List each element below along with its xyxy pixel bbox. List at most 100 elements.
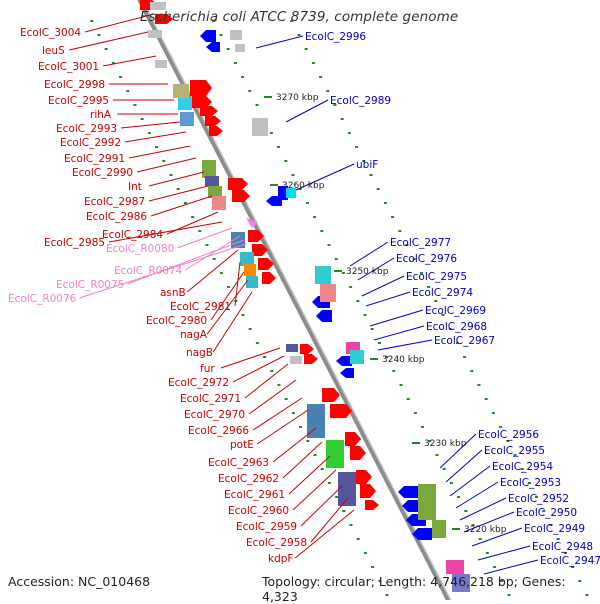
label-leader-line	[84, 13, 155, 33]
track-dot	[385, 594, 389, 596]
gene-label-left: Int	[128, 181, 142, 193]
gene-label-left: EcolC_2960	[228, 505, 289, 517]
label-leader-line	[285, 99, 329, 123]
tick-label: 3260 kbp	[282, 181, 325, 191]
gene-label-left: EcolC_R0075	[56, 279, 124, 291]
track-dot	[198, 230, 202, 232]
track-dot	[291, 412, 295, 414]
track-dot	[327, 482, 331, 484]
inner-right-track	[212, 20, 511, 596]
indigo-gene-box	[286, 344, 298, 352]
forward-gene-arrow	[205, 116, 221, 126]
track-dot	[378, 580, 382, 582]
teal-gene-box	[240, 252, 254, 266]
green-gene-box	[326, 440, 344, 468]
gene-label-right: EcolC_2969	[425, 305, 486, 317]
track-dot	[326, 90, 330, 92]
track-dot	[527, 482, 531, 484]
forward-gene-arrow	[200, 106, 218, 116]
track-dot	[363, 552, 367, 554]
label-leader-line	[248, 379, 297, 415]
gene-label-left: EcolC_2992	[60, 137, 121, 149]
track-dot	[399, 384, 403, 386]
track-dot	[111, 62, 115, 64]
track-dot	[419, 272, 423, 274]
teal-gene-box	[315, 266, 331, 284]
track-dot	[500, 580, 504, 582]
track-dot	[349, 524, 353, 526]
gene-label-left: EcolC_2972	[168, 377, 229, 389]
gene-label-left: EcolC_2959	[236, 521, 297, 533]
label-leader-line	[212, 291, 253, 353]
forward-gene-arrow	[322, 388, 340, 402]
track-dot	[441, 314, 445, 316]
magenta-gene-box	[446, 560, 464, 574]
track-dot	[284, 398, 288, 400]
forward-gene-arrow	[262, 272, 276, 284]
forward-gene-arrow	[365, 500, 379, 510]
track-dot	[311, 62, 315, 64]
forward-gene-arrow	[258, 258, 274, 270]
green-gene-box	[432, 520, 446, 538]
label-leader-line	[282, 441, 323, 479]
reverse-gene-arrow	[336, 356, 352, 366]
track-dot	[377, 342, 381, 344]
track-dot	[549, 524, 553, 526]
track-dot	[219, 34, 223, 36]
track-dot	[319, 76, 323, 78]
gene-label-left: EcolC_2961	[224, 489, 285, 501]
gene-label-left: EcolC_3004	[20, 27, 81, 39]
track-dot	[255, 342, 259, 344]
track-dot	[320, 230, 324, 232]
label-leader-line	[349, 241, 389, 267]
label-leader-line	[79, 243, 247, 299]
track-dot	[269, 132, 273, 134]
forward-gene-arrow	[304, 354, 318, 364]
label-leader-line	[210, 271, 245, 321]
label-leader-line	[445, 449, 483, 483]
tick-label: 3270 kbp	[276, 93, 319, 103]
forward-gene-arrow	[209, 126, 223, 136]
gene-label-right: EcolC_2953	[500, 477, 561, 489]
forward-gene-arrow	[155, 14, 173, 24]
gene-label-left: EcolC_2981	[170, 301, 231, 313]
label-leader-line	[455, 481, 499, 509]
label-leader-line	[124, 131, 187, 143]
track-dot	[290, 20, 294, 22]
steelblue-gene-box	[307, 404, 325, 438]
track-dot	[313, 454, 317, 456]
reverse-gene-arrow	[412, 528, 432, 540]
reverse-gene-arrow	[398, 486, 418, 498]
gene-label-left: EcolC_2987	[84, 196, 145, 208]
label-leader-line	[471, 527, 523, 547]
reverse-gene-arrow	[206, 42, 220, 52]
label-leader-line	[232, 355, 285, 383]
track-dot	[457, 496, 461, 498]
label-leader-line	[206, 279, 249, 335]
track-dot	[277, 384, 281, 386]
track-dot	[176, 188, 180, 190]
track-dot	[277, 146, 281, 148]
track-dot	[298, 188, 302, 190]
gene-label-left: EcolC_2990	[72, 167, 133, 179]
blue-gene-box	[180, 112, 194, 126]
label-leader-line	[292, 469, 337, 511]
reverse-gene-arrow	[340, 368, 354, 378]
track-dot	[464, 510, 468, 512]
track-dot	[104, 48, 108, 50]
track-dot	[499, 426, 503, 428]
gene-label-right: EcolC_2956	[478, 429, 539, 441]
track-dot	[169, 174, 173, 176]
gene-label-right: EcolC_2947	[540, 555, 600, 567]
reverse-gene-arrow	[402, 500, 422, 512]
track-dot	[493, 566, 497, 568]
gene-label-left: nagB	[186, 347, 213, 359]
label-leader-line	[369, 309, 424, 327]
track-dot	[212, 20, 216, 22]
gene-label-left: EcolC_2991	[64, 153, 125, 165]
gray-gene-box	[230, 30, 242, 40]
track-dot	[385, 356, 389, 358]
gene-label-left: EcolC_2985	[44, 237, 105, 249]
forward-gene-arrow	[350, 446, 366, 460]
